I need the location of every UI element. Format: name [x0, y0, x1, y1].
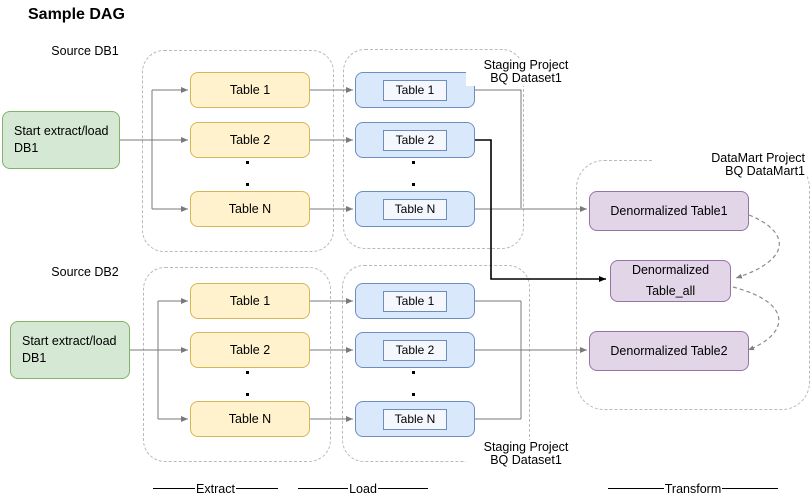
denormalized-table2-node: Denormalized Table2: [589, 331, 749, 371]
extract-table-node: Table N: [190, 401, 310, 437]
stage-label-text: Transform: [664, 481, 722, 496]
dependency-arcs: [732, 214, 780, 351]
stage-rule-line: [377, 488, 428, 489]
stage-rule-line: [608, 488, 664, 489]
staging-label-line: BQ Dataset1: [490, 453, 562, 467]
load-table-node: Table 2: [355, 332, 475, 368]
source-db2-label: Source DB2: [51, 265, 119, 279]
start-node-label: DB1: [14, 141, 39, 155]
bq-table-inner-box: Table N: [383, 198, 447, 220]
load-table-node: Table 1: [355, 283, 475, 319]
source-db1-label: Source DB1: [51, 44, 119, 58]
extract-table-node: Table 1: [190, 72, 310, 108]
stage-label-text: Load: [349, 481, 377, 496]
datamart-project-label: DataMart Project BQ DataMart1: [653, 151, 807, 179]
bq-table-inner-box: Table 1: [383, 290, 447, 312]
extract-table-node: Table N: [190, 191, 310, 227]
stage-label-extract: Extract: [153, 481, 278, 496]
start-node-db1: Start extract/load DB1: [2, 111, 120, 169]
bq-table-inner-box: Table 1: [383, 79, 447, 101]
load-table-node: Table N: [355, 191, 475, 227]
start-node-label: DB1: [22, 351, 47, 365]
stage-label-load: Load: [298, 481, 428, 496]
datamart-label-line: BQ DataMart1: [725, 164, 805, 178]
stage-rule-line: [298, 488, 349, 489]
denormalized-table-all-node: Denormalized Table_all: [610, 260, 731, 302]
staging-label-line: BQ Dataset1: [490, 71, 562, 85]
start-node-label: Start extract/load: [14, 124, 109, 138]
staging-label-line: Staging Project: [483, 58, 569, 72]
bq-table-inner-box: Table 2: [383, 129, 447, 151]
denormalized-table-all-label: Table_all: [645, 284, 696, 298]
start-node-db2: Start extract/load DB1: [10, 321, 130, 379]
bq-table-inner-box: Table N: [383, 408, 447, 430]
load-table-node: Table N: [355, 401, 475, 437]
gray-connectors: [120, 87, 587, 422]
load-group-db1: [343, 49, 524, 249]
ellipsis-dot-icon: [246, 371, 249, 374]
ellipsis-dot-icon: [246, 393, 249, 396]
ellipsis-dot-icon: [246, 161, 249, 164]
stage-rule-line: [722, 488, 778, 489]
load-table-node: Table 1: [355, 72, 475, 108]
extract-group-db2: [143, 267, 331, 462]
datamart-label-line: DataMart Project: [711, 151, 805, 165]
table2-to-denormalized-all-connector: [475, 139, 606, 282]
extract-table-node: Table 1: [190, 283, 310, 319]
stage-rule-line: [153, 488, 196, 489]
ellipsis-dot-icon: [412, 183, 415, 186]
ellipsis-dot-icon: [412, 161, 415, 164]
load-table-node: Table 2: [355, 122, 475, 158]
ellipsis-dot-icon: [412, 393, 415, 396]
extract-table-node: Table 2: [190, 332, 310, 368]
start-node-label: Start extract/load: [22, 334, 117, 348]
denormalized-table-all-label: Denormalized: [631, 263, 710, 277]
ellipsis-dot-icon: [246, 183, 249, 186]
load-group-db2: [342, 265, 530, 462]
staging-project-label-db2: Staging Project BQ Dataset1: [466, 440, 586, 468]
extract-group-db1: [142, 50, 334, 252]
diagram-title: Sample DAG: [28, 6, 125, 23]
stage-rule-line: [235, 488, 278, 489]
staging-project-label-db1: Staging Project BQ Dataset1: [466, 58, 586, 86]
extract-table-node: Table 2: [190, 122, 310, 158]
staging-label-line: Staging Project: [483, 440, 569, 454]
ellipsis-dot-icon: [412, 371, 415, 374]
denormalized-table1-node: Denormalized Table1: [589, 191, 749, 231]
stage-label-transform: Transform: [608, 481, 778, 496]
stage-label-text: Extract: [196, 481, 235, 496]
bq-table-inner-box: Table 2: [383, 339, 447, 361]
